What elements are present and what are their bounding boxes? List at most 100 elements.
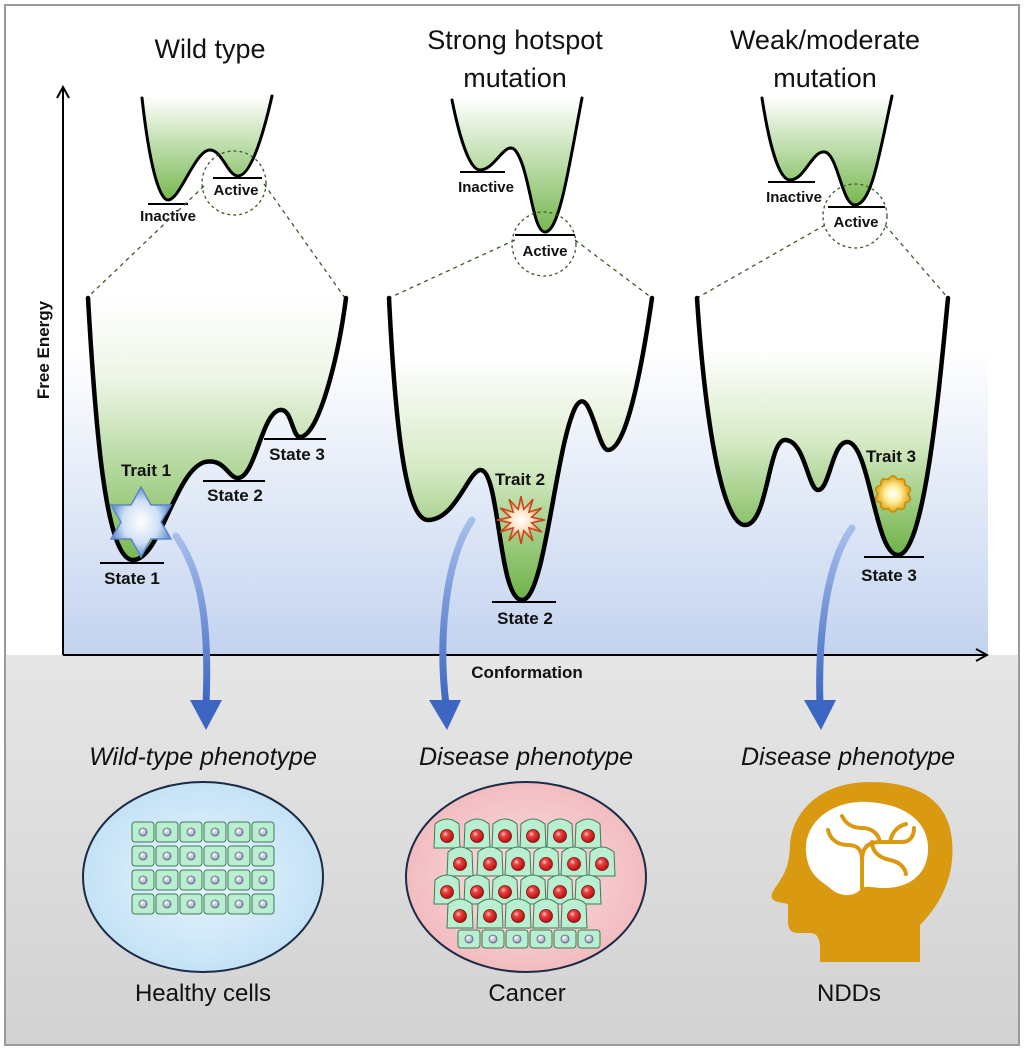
panel-wild-type: Wild type Inactive Active State 1 State … <box>82 34 349 1007</box>
small-well-fill <box>452 98 582 232</box>
cell-nucleus <box>210 899 220 909</box>
state-2-label: State 2 <box>207 486 263 505</box>
phenotype-arrow <box>439 516 476 709</box>
cell-nucleus <box>138 851 148 861</box>
cell-nucleus <box>186 899 196 909</box>
cell-nucleus <box>581 829 595 843</box>
cell-nucleus <box>498 885 512 899</box>
inactive-label: Inactive <box>766 189 822 206</box>
cell-nucleus <box>234 875 244 885</box>
cell-nucleus <box>162 851 172 861</box>
cell-nucleus <box>453 909 467 923</box>
zoom-lines <box>696 224 949 299</box>
cell-nucleus <box>595 857 609 871</box>
x-axis-label: Conformation <box>471 663 582 682</box>
cell-nucleus <box>581 885 595 899</box>
trait-label: Trait 2 <box>495 470 545 489</box>
small-energy-curve <box>140 94 274 202</box>
cell-nucleus <box>470 829 484 843</box>
cell-nucleus <box>488 934 498 944</box>
inactive-label: Inactive <box>458 179 514 196</box>
panel-title-line-2: mutation <box>773 63 877 93</box>
state-3-label: State 3 <box>269 445 325 464</box>
blob-icon <box>874 475 912 513</box>
cell-nucleus <box>567 909 581 923</box>
cell-nucleus <box>162 899 172 909</box>
outcome-label: Cancer <box>488 980 565 1007</box>
active-label: Active <box>522 243 567 260</box>
large-well-fill <box>389 298 652 600</box>
cell-nucleus <box>567 857 581 871</box>
cell-nucleus <box>536 934 546 944</box>
cell-nucleus <box>162 827 172 837</box>
panel-title: Wild type <box>154 34 265 64</box>
outcome-label: NDDs <box>817 980 881 1007</box>
cell-nucleus <box>470 885 484 899</box>
cell-nucleus <box>234 899 244 909</box>
cell-nucleus <box>539 909 553 923</box>
phenotype-arrow-head <box>804 700 836 730</box>
phenotype-arrow <box>172 532 211 709</box>
cell-nucleus <box>258 827 268 837</box>
state-2-label: State 2 <box>497 609 553 628</box>
phenotype-label: Wild-type phenotype <box>89 743 317 771</box>
panel-strong-hotspot: Strong hotspot mutation Inactive Active … <box>386 25 655 1007</box>
zoom-lines <box>388 239 653 299</box>
cell-nucleus <box>138 827 148 837</box>
phenotype-arrow <box>816 524 856 709</box>
healthy-cells-oval <box>82 781 324 973</box>
phenotype-label: Disease phenotype <box>419 743 633 771</box>
state-3-label: State 3 <box>861 566 917 585</box>
brain-folds <box>826 814 916 890</box>
cell-nucleus <box>210 875 220 885</box>
cell-nucleus <box>539 857 553 871</box>
cell-nucleus <box>453 857 467 871</box>
trait-label: Trait 1 <box>121 461 171 480</box>
cell-nucleus <box>234 851 244 861</box>
zoom-circle <box>201 150 267 216</box>
cell-nucleus <box>258 875 268 885</box>
cell-nucleus <box>526 885 540 899</box>
cell-nucleus <box>511 857 525 871</box>
active-label: Active <box>833 214 878 231</box>
cell-nucleus <box>511 909 525 923</box>
large-energy-curve <box>694 295 951 558</box>
cell-nucleus <box>512 934 522 944</box>
cell-nucleus <box>210 827 220 837</box>
cell-nucleus <box>526 829 540 843</box>
cell-nucleus <box>483 909 497 923</box>
cell-nucleus <box>483 857 497 871</box>
phenotype-arrow-head <box>190 700 222 730</box>
cell-nucleus <box>186 851 196 861</box>
cell-nucleus <box>553 885 567 899</box>
starburst-icon <box>496 495 546 545</box>
cell-nucleus <box>498 829 512 843</box>
large-energy-curve <box>386 295 655 603</box>
brain-head-icon <box>771 782 953 962</box>
small-well-fill <box>142 96 272 200</box>
panel-title-line-1: Weak/moderate <box>730 25 920 55</box>
cell-nucleus <box>440 829 454 843</box>
inactive-label: Inactive <box>140 208 196 225</box>
panel-title-line-1: Strong hotspot <box>427 25 603 55</box>
phenotype-arrow-head <box>429 700 461 730</box>
cell-nucleus <box>440 885 454 899</box>
star-of-david-icon <box>109 485 173 559</box>
outcome-label: Healthy cells <box>135 980 271 1007</box>
cell-nucleus <box>138 899 148 909</box>
panel-weak-moderate: Weak/moderate mutation Inactive Active S… <box>694 25 955 1007</box>
cell-nucleus <box>464 934 474 944</box>
cell-nucleus <box>560 934 570 944</box>
zoom-circle <box>511 211 577 277</box>
zoom-circle <box>822 183 888 249</box>
trait-label: Trait 3 <box>866 447 916 466</box>
state-1-label: State 1 <box>104 569 160 588</box>
cell-nucleus <box>162 875 172 885</box>
large-energy-curve <box>85 295 349 563</box>
panel-title-line-2: mutation <box>463 63 567 93</box>
cell-nucleus <box>186 827 196 837</box>
phenotype-label: Disease phenotype <box>741 743 955 771</box>
healthy-cell-grid <box>131 821 275 915</box>
cell-nucleus <box>234 827 244 837</box>
active-label: Active <box>213 182 258 199</box>
